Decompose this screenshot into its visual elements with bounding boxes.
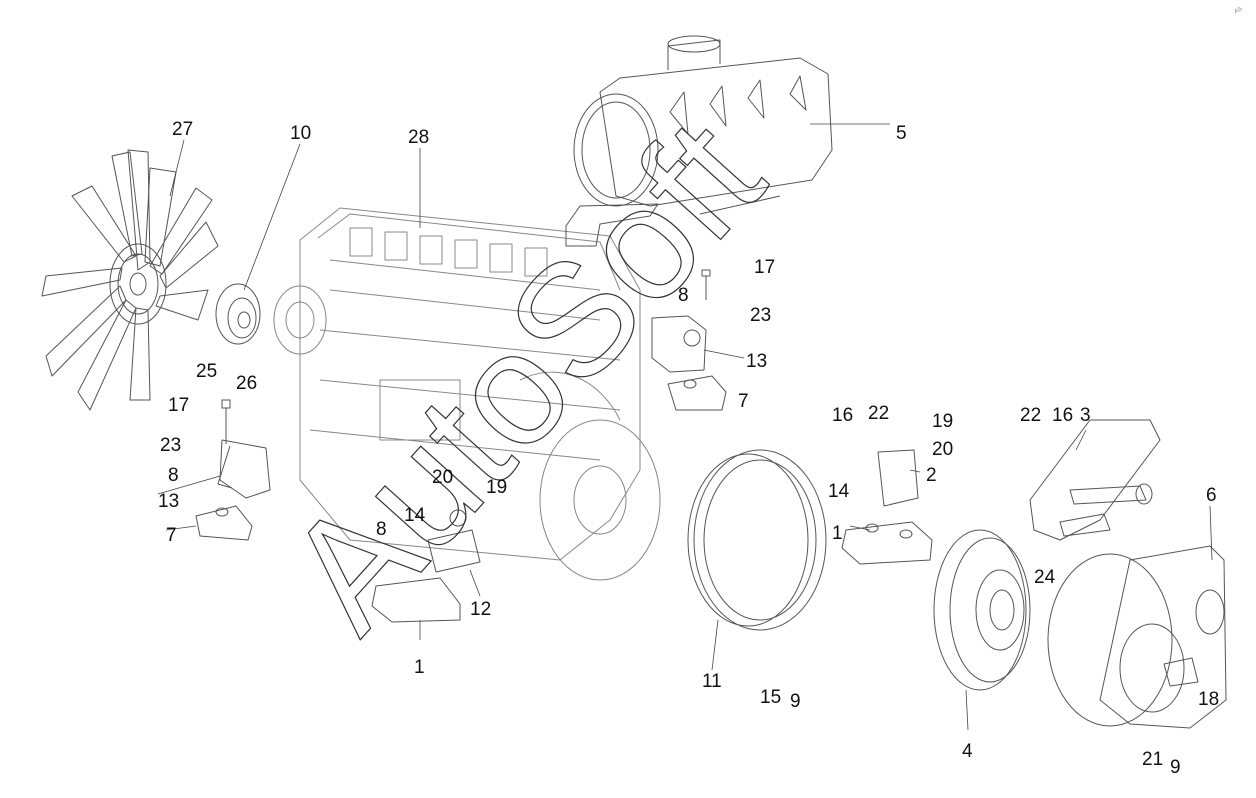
fan-hub xyxy=(215,283,261,345)
gearbox xyxy=(1047,545,1227,729)
callout-bolt-14: 14 xyxy=(828,481,850,502)
support-frame xyxy=(1029,419,1161,541)
callout-washer-22: 22 xyxy=(868,403,890,424)
callout-bolt-17: 17 xyxy=(754,257,776,278)
callout-bracket-13: 13 xyxy=(746,351,768,372)
bracket-left xyxy=(195,399,271,541)
callout-nut-19: 19 xyxy=(486,477,508,498)
callout-bolt-8: 8 xyxy=(678,285,689,306)
callout-nut-26: 26 xyxy=(236,373,258,394)
callout-clutch-4: 4 xyxy=(962,741,973,762)
callout-washer-15: 15 xyxy=(760,687,782,708)
callout-washer-20: 20 xyxy=(932,439,954,460)
callout-engine-block-28: 28 xyxy=(408,127,430,148)
callout-bolt-17: 17 xyxy=(168,395,190,416)
callout-bracket-13: 13 xyxy=(158,491,180,512)
callout-bolt-16: 16 xyxy=(1052,405,1074,426)
callout-bolt-16: 16 xyxy=(832,405,854,426)
callout-bolt-25: 25 xyxy=(196,361,218,382)
callout-bolt-8: 8 xyxy=(376,519,387,540)
callout-nut-18: 18 xyxy=(1198,689,1220,710)
callout-bracket-2: 2 xyxy=(926,465,937,486)
engine-block xyxy=(273,207,661,581)
callout-washer-23: 23 xyxy=(750,305,772,326)
callout-bracket-12: 12 xyxy=(470,599,492,620)
callout-flywheel-housing-11: 11 xyxy=(702,671,722,692)
svg-text:AutoSoft: AutoSoft xyxy=(252,87,796,663)
callout-bolt-8: 8 xyxy=(168,465,179,486)
callout-engine-mount-7: 7 xyxy=(738,391,749,412)
callout-washer-23: 23 xyxy=(160,435,182,456)
flywheel-housing xyxy=(687,449,827,631)
corner-mark: AS xyxy=(1234,6,1244,15)
callout-washer-20: 20 xyxy=(432,467,454,488)
callout-bolt-14: 14 xyxy=(404,505,426,526)
callout-washer-21: 21 xyxy=(1142,749,1164,770)
bracket-lower-front xyxy=(371,509,481,623)
callout-engine-mount-1: 1 xyxy=(414,657,425,678)
muffler xyxy=(565,35,833,247)
callout-muffler-5: 5 xyxy=(896,123,907,144)
callout-nut-19: 19 xyxy=(932,411,954,432)
callout-bolt-9: 9 xyxy=(1170,757,1181,778)
callout-engine-mount-7: 7 xyxy=(166,525,177,546)
callout-dowel-pin-24: 24 xyxy=(1034,567,1056,588)
callout-engine-mount-1: 1 xyxy=(832,523,843,544)
watermark: AutoSoft xyxy=(252,86,797,663)
cooling-fan xyxy=(41,149,219,411)
clutch xyxy=(933,529,1031,691)
bracket-right-lower xyxy=(841,449,933,565)
callout-bolt-9: 9 xyxy=(790,691,801,712)
bracket-right-upper xyxy=(651,269,727,411)
callout-fan-blade-27: 27 xyxy=(172,119,194,140)
callout-fan-hub-10: 10 xyxy=(290,123,312,144)
callout-gearbox-6: 6 xyxy=(1206,485,1217,506)
callout-washer-22: 22 xyxy=(1020,405,1042,426)
callout-support-frame-3: 3 xyxy=(1080,405,1091,426)
leader-lines xyxy=(157,123,1213,731)
